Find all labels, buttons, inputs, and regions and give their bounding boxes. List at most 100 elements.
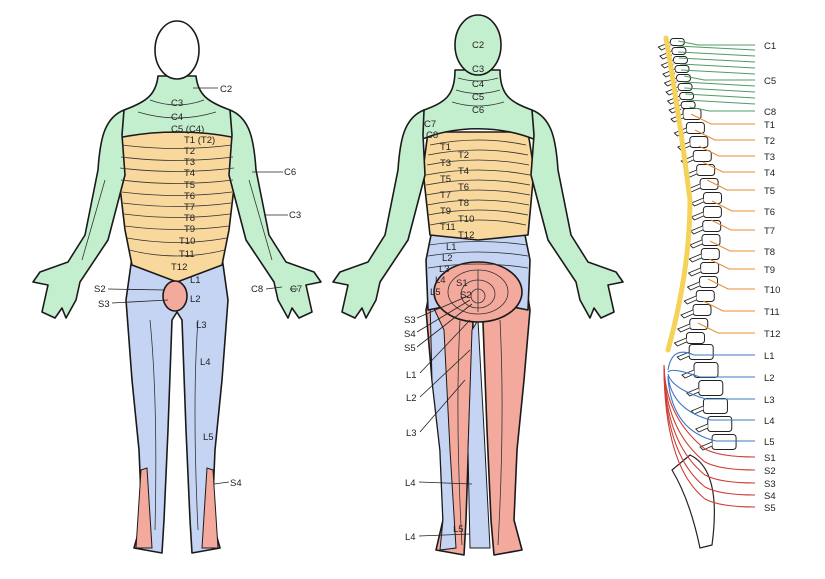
spinal-nerve-t6	[711, 200, 755, 212]
back-head-cervical	[454, 14, 502, 76]
front-shin-sacral-right	[201, 467, 219, 549]
front-dermatome-lines	[81, 99, 273, 531]
front-label-t7: T7	[184, 202, 195, 213]
vertebra	[685, 332, 705, 344]
cervical-nerve	[678, 51, 756, 57]
front-label-t10: T10	[179, 236, 195, 247]
vertebra	[685, 122, 705, 134]
front-label-c4: C4	[171, 112, 183, 123]
front-label-s4: S4	[230, 478, 242, 489]
spine-label-s1: S1	[764, 453, 776, 464]
front-label-t12: T12	[171, 262, 187, 273]
spinal-nerve-s5	[663, 368, 756, 508]
front-label-l3: L3	[196, 320, 207, 331]
spine-lateral-view: C1C5C8T1T2T3T4T5T6T7T8T9T10T11T12L1L2L3L…	[657, 35, 780, 549]
front-label-t8: T8	[184, 213, 195, 224]
front-label-c6: C6	[284, 167, 296, 178]
vertebra	[693, 362, 719, 378]
spinous-process	[676, 323, 690, 333]
spine-label-l3: L3	[764, 395, 775, 406]
front-torso-thoracic	[117, 131, 237, 283]
cervical-nerve	[686, 99, 756, 105]
spine-label-t5: T5	[764, 186, 775, 197]
back-label-s5: S5	[404, 343, 416, 354]
back-label-t5: T5	[440, 174, 451, 185]
spine-label-l4: L4	[764, 416, 775, 427]
spinal-nerve-c8	[689, 106, 755, 112]
spine-label-s5: S5	[764, 503, 776, 514]
spinal-nerve-s4	[663, 367, 756, 496]
spine-label-t6: T6	[764, 207, 775, 218]
spinal-nerve-c1	[678, 40, 755, 46]
back-label-c2: C2	[472, 40, 484, 51]
vertebra	[698, 380, 724, 396]
front-label-s2: S2	[94, 284, 106, 295]
front-label-c3: C3	[171, 98, 183, 109]
back-label-s1: S1	[456, 278, 468, 289]
back-label-c6: C6	[472, 105, 484, 116]
back-label-l2: L2	[442, 253, 453, 264]
vertebra	[688, 344, 714, 360]
spinous-process	[683, 295, 697, 305]
spinous-process	[686, 387, 699, 397]
back-label-t2: T2	[458, 150, 469, 161]
back-label-s2: S2	[460, 290, 472, 301]
vertebra	[679, 92, 695, 100]
back-label-c4: C4	[472, 79, 484, 90]
spinal-nerve-t5	[706, 179, 755, 191]
back-label-l4-foot: L4	[405, 532, 416, 543]
front-label-l2: L2	[190, 294, 201, 305]
front-label-t1: T1 (T2)	[184, 135, 215, 146]
spinous-process	[688, 253, 702, 263]
front-neck-cervical	[117, 75, 237, 139]
spinous-process	[690, 197, 704, 207]
cervical-nerve	[684, 87, 756, 93]
vertebra	[711, 434, 737, 450]
back-label-l2-leg: L2	[406, 393, 417, 404]
spinal-nerve-l2	[667, 369, 755, 378]
front-label-c8: C8	[251, 284, 263, 295]
front-left-arm-cervical	[32, 109, 126, 319]
back-label-l5-foot: L5	[453, 524, 464, 535]
cervical-nerve	[683, 81, 756, 87]
front-label-l4: L4	[200, 357, 211, 368]
front-figure	[32, 20, 322, 554]
back-label-c5: C5	[472, 92, 484, 103]
spine-label-t10: T10	[764, 285, 780, 296]
spinous-process	[681, 369, 695, 379]
back-label-s4: S4	[404, 329, 416, 340]
spinal-nerve-t8	[709, 240, 755, 252]
spine-label-t8: T8	[764, 247, 775, 258]
back-label-c3: C3	[472, 64, 484, 75]
front-label-t3: T3	[184, 157, 195, 168]
spinal-nerve-l1	[667, 351, 755, 371]
back-figure	[332, 14, 624, 556]
spine-label-t9: T9	[764, 265, 775, 276]
front-right-arm-cervical	[228, 109, 322, 319]
spinal-nerve-t12	[697, 322, 755, 334]
front-label-c3-arm: C3	[289, 210, 301, 221]
spinous-process	[673, 337, 687, 347]
spinous-process	[694, 423, 708, 433]
back-left-arm-cervical	[332, 109, 426, 319]
spine-label-l5: L5	[764, 437, 775, 448]
spine-label-c1: C1	[764, 41, 776, 52]
back-label-c7: C7	[424, 119, 436, 130]
cervical-nerve	[679, 57, 756, 63]
front-label-t9: T9	[184, 224, 195, 235]
back-right-arm-cervical	[530, 109, 624, 319]
spinal-nerve-l5	[667, 377, 755, 442]
spine-label-s4: S4	[764, 491, 776, 502]
spinal-nerve-t3	[698, 145, 755, 157]
back-leg-lumbar-strip-left	[429, 299, 457, 551]
front-label-t6: T6	[184, 191, 195, 202]
back-label-l3: L3	[439, 264, 450, 275]
vertebra	[692, 150, 712, 162]
spine-label-t2: T2	[764, 136, 775, 147]
vertebra	[689, 318, 709, 330]
spinal-nerve-l3	[667, 373, 755, 400]
spinous-process	[687, 267, 701, 277]
spine-label-l1: L1	[764, 351, 775, 362]
back-label-t9: T9	[440, 206, 451, 217]
